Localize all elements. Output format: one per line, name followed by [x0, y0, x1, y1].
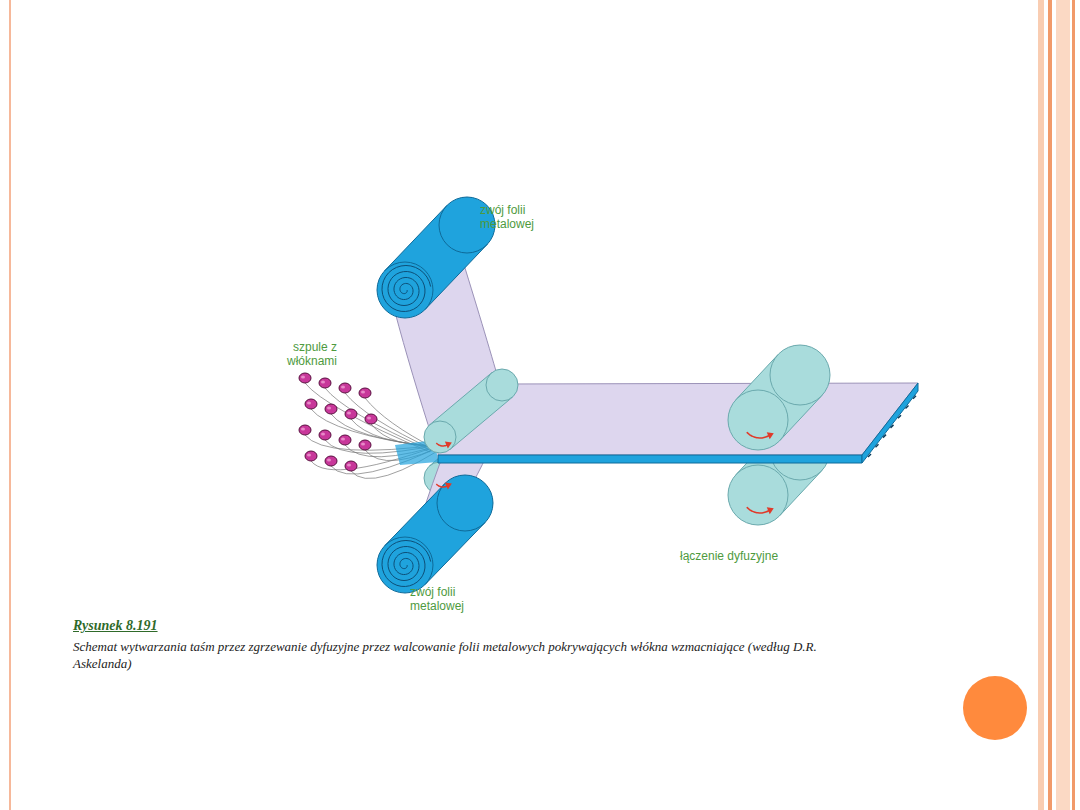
fiber-spool — [325, 404, 337, 414]
figure-caption: Schemat wytwarzania taśm przez zgrzewani… — [73, 638, 873, 672]
fiber-spool — [365, 414, 377, 424]
part-label: zwój folii metalowej — [410, 585, 490, 613]
fiber-spool — [339, 383, 351, 393]
fiber-spool — [345, 461, 357, 471]
part-label: szpule z włóknami — [262, 340, 337, 368]
fiber-spool — [319, 378, 331, 388]
fiber-spool — [339, 435, 351, 445]
fiber-spool — [345, 409, 357, 419]
part-label: zwój folii metalowej — [480, 203, 560, 231]
slide-border — [1072, 0, 1075, 810]
slide-border — [1048, 0, 1052, 810]
fiber-spool — [305, 399, 317, 409]
fiber-spool — [359, 388, 371, 398]
foil-roll — [377, 475, 493, 593]
roller — [728, 345, 830, 450]
fiber-spool — [299, 425, 311, 435]
figure-number: Rysunek 8.191 — [73, 618, 273, 634]
foil-roll — [377, 197, 495, 318]
rotation-arrow — [747, 507, 770, 513]
slide-border — [9, 0, 11, 810]
decor-circle — [963, 676, 1027, 740]
slide-border — [1056, 0, 1070, 810]
fiber-spool — [319, 430, 331, 440]
fiber-spool — [325, 456, 337, 466]
process-drawing — [299, 197, 918, 593]
fiber-spool — [359, 440, 371, 450]
roller — [424, 369, 518, 453]
fiber-spool — [299, 373, 311, 383]
fiber-spool — [305, 451, 317, 461]
process-label: łączenie dyfuzyjne — [680, 549, 840, 563]
slide-border — [1038, 0, 1044, 810]
rotation-arrow — [747, 432, 770, 438]
